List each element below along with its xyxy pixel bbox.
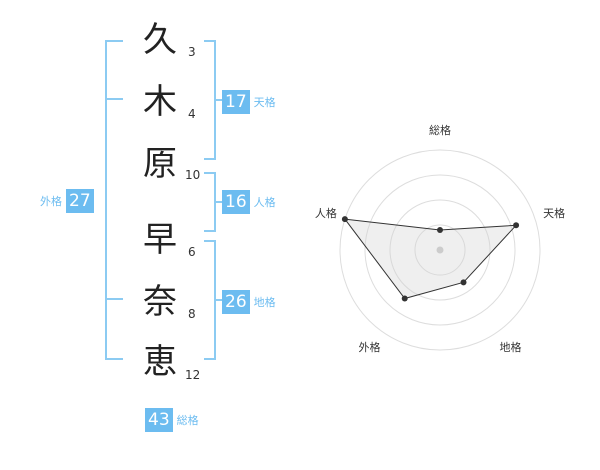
surname-char-3: 原: [143, 144, 177, 184]
radar-ring-4: [339, 149, 541, 351]
gaikaku-value: 27: [66, 189, 94, 213]
tenkaku-label: 天格: [253, 96, 276, 109]
surname-strokes-1: 3: [188, 45, 196, 59]
given-strokes-1: 6: [188, 245, 196, 259]
given-char-1: 早: [143, 220, 177, 260]
jinkaku-bracket: [204, 172, 216, 232]
radar-axis-label-2: 天格: [543, 206, 565, 220]
gaikaku-bracket-tick-upper: [105, 98, 123, 100]
radar-axis-label-1: 総格: [429, 123, 451, 137]
radar-point-4: [401, 295, 408, 302]
soukaku-value: 43: [145, 408, 173, 432]
gaikaku-bracket: [105, 40, 123, 360]
jinkaku-badge: 16 人格: [222, 190, 276, 214]
radar-axis-label-5: 人格: [315, 206, 337, 220]
given-char-2: 奈: [143, 282, 177, 322]
radar-point-2: [513, 222, 520, 229]
gaikaku-badge: 外格 27: [40, 189, 94, 213]
radar-ring-3: [364, 174, 516, 326]
given-char-3: 恵: [143, 342, 177, 382]
chikaku-badge: 26 地格: [222, 290, 276, 314]
radar-point-1: [437, 227, 443, 233]
soukaku-label: 総格: [176, 414, 199, 427]
tenkaku-bracket: [204, 40, 216, 160]
soukaku-badge: 43 総格: [145, 408, 199, 432]
jinkaku-label: 人格: [253, 196, 276, 209]
surname-strokes-3: 10: [185, 168, 201, 182]
radar-point-5: [341, 216, 348, 223]
surname-char-2: 木: [143, 82, 177, 122]
radar-ring-1: [414, 224, 466, 276]
tenkaku-bracket-tick: [216, 99, 222, 101]
radar-ring-2: [389, 199, 491, 301]
radar-axis-label-4: 外格: [358, 340, 380, 354]
tenkaku-badge: 17 天格: [222, 90, 276, 114]
surname-strokes-2: 4: [188, 107, 196, 121]
tenkaku-value: 17: [222, 90, 250, 114]
jinkaku-value: 16: [222, 190, 250, 214]
surname-char-1: 久: [143, 20, 177, 60]
given-strokes-3: 12: [185, 368, 201, 382]
radar-polygon: [343, 218, 518, 300]
radar-center-dot: [436, 246, 444, 254]
chikaku-label: 地格: [253, 296, 276, 309]
radar-axis-label-3: 地格: [500, 340, 522, 354]
chikaku-value: 26: [222, 290, 250, 314]
radar-point-3: [460, 279, 467, 286]
given-strokes-2: 8: [188, 307, 196, 321]
jinkaku-bracket-tick: [216, 201, 222, 203]
gaikaku-bracket-tick-lower: [105, 298, 123, 300]
chikaku-bracket: [204, 240, 216, 360]
chikaku-bracket-tick: [216, 299, 222, 301]
gaikaku-label: 外格: [40, 195, 62, 208]
